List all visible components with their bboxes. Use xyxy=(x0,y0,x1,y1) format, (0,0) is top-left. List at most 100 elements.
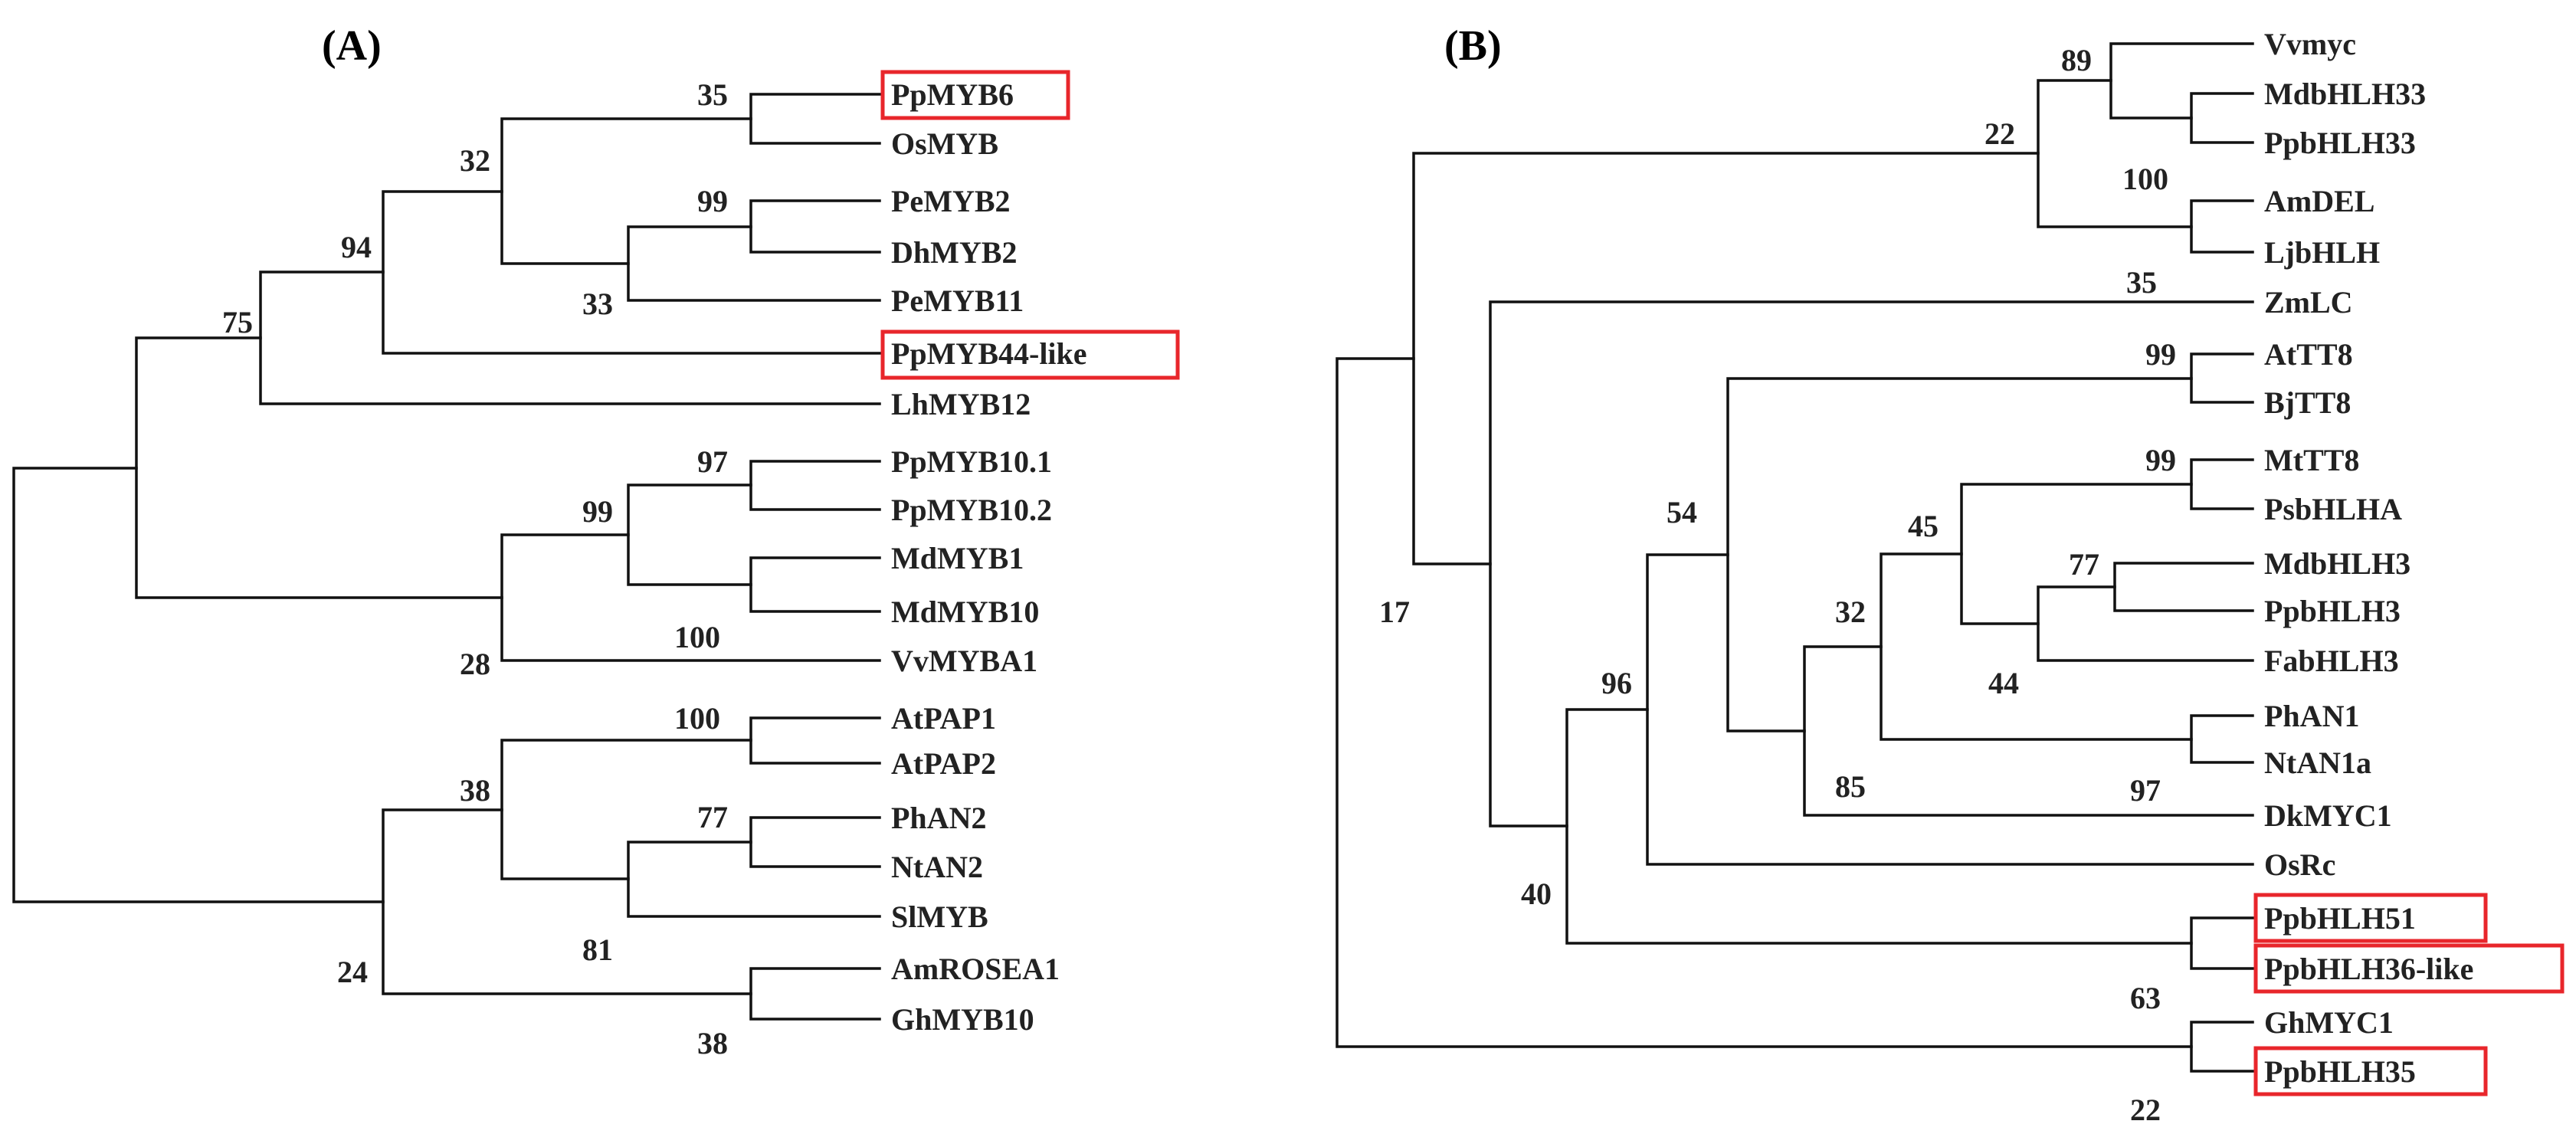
leaf-label: PsbHLHA xyxy=(2264,492,2402,526)
panel-a: (A) xyxy=(12,22,1180,1060)
leaf-label: PpMYB44-like xyxy=(891,336,1087,371)
leaf-label: DkMYC1 xyxy=(2264,798,2392,833)
bootstrap-value: 33 xyxy=(582,287,613,321)
panel-a-highlight-boxes xyxy=(880,70,1180,380)
leaf-label: PpbHLH3 xyxy=(2264,594,2401,628)
branch xyxy=(2113,562,2254,612)
branch xyxy=(1803,645,2254,817)
bootstrap-value: 100 xyxy=(674,701,720,736)
leaf-label: LjbHLH xyxy=(2264,235,2380,270)
bootstrap-value: 45 xyxy=(1908,509,1939,543)
leaf-label: PpMYB10.1 xyxy=(891,444,1052,479)
branch xyxy=(749,556,881,613)
highlight-box xyxy=(2253,893,2488,943)
leaf-label: FabHLH3 xyxy=(2264,644,2399,678)
bootstrap-value: 81 xyxy=(582,932,613,967)
bootstrap-value: 97 xyxy=(2130,773,2161,808)
leaf-label: PhAN1 xyxy=(2264,699,2359,733)
bootstrap-value: 38 xyxy=(697,1026,728,1060)
bootstrap-value: 35 xyxy=(2126,265,2157,300)
bootstrap-value: 99 xyxy=(582,494,613,529)
bootstrap-value: 32 xyxy=(460,143,490,178)
leaf-label: SlMYB xyxy=(891,900,988,934)
bootstrap-value: 40 xyxy=(1521,877,1552,911)
leaf-label: AmDEL xyxy=(2264,184,2374,218)
leaf-label: PpbHLH51 xyxy=(2264,901,2416,936)
leaf-label: MtTT8 xyxy=(2264,443,2359,477)
leaf-label: DhMYB2 xyxy=(891,235,1017,270)
branch xyxy=(749,716,881,765)
leaf-label: PpMYB10.2 xyxy=(891,493,1052,527)
highlight-box xyxy=(880,70,1070,120)
leaf-label: GhMYC1 xyxy=(2264,1005,2394,1040)
panel-b-leaf-labels: Vvmyc MdbHLH33 PpbHLH33 AmDEL LjbHLH ZmL… xyxy=(2264,27,2473,1089)
highlight-box xyxy=(880,329,1180,380)
branch xyxy=(2190,458,2254,510)
bootstrap-value: 77 xyxy=(697,800,728,834)
branch xyxy=(627,483,752,586)
leaf-label: AtTT8 xyxy=(2264,337,2353,372)
branch xyxy=(259,270,881,405)
leaf-label: PeMYB11 xyxy=(891,284,1024,318)
panel-b-highlight-boxes xyxy=(2253,893,2565,1096)
leaf-label: MdMYB1 xyxy=(891,541,1024,575)
bootstrap-value: 99 xyxy=(697,184,728,218)
leaf-label: AmROSEA1 xyxy=(891,952,1060,986)
panel-b-branches xyxy=(1336,42,2254,1073)
branch xyxy=(749,967,881,1021)
leaf-label: PpbHLH33 xyxy=(2264,126,2416,160)
bootstrap-value: 38 xyxy=(460,773,490,808)
bootstrap-value: 75 xyxy=(222,305,253,339)
bootstrap-value: 54 xyxy=(1667,495,1697,529)
panel-b-label: (B) xyxy=(1444,22,1502,70)
branch xyxy=(1412,152,2040,565)
branch xyxy=(627,841,881,918)
leaf-label: NtAN1a xyxy=(2264,746,2371,780)
leaf-label: OsRc xyxy=(2264,847,2335,882)
leaf-label: NtAN2 xyxy=(891,850,983,884)
bootstrap-value: 77 xyxy=(2069,547,2099,582)
leaf-label: PpMYB6 xyxy=(891,77,1014,112)
bootstrap-value: 89 xyxy=(2061,43,2092,77)
highlight-box xyxy=(2253,1046,2488,1096)
bootstrap-value: 35 xyxy=(697,77,728,112)
branch xyxy=(749,460,881,511)
leaf-label: Vvmyc xyxy=(2264,27,2356,61)
highlight-box xyxy=(2253,943,2565,994)
bootstrap-value: 99 xyxy=(2145,443,2176,477)
bootstrap-value: 63 xyxy=(2130,981,2161,1015)
branch xyxy=(1565,708,2193,945)
panel-a-label: (A) xyxy=(322,22,382,70)
branch xyxy=(1336,357,2193,1048)
bootstrap-value: 17 xyxy=(1379,595,1410,629)
branch xyxy=(135,336,503,599)
branch xyxy=(2190,714,2254,764)
branch xyxy=(1880,552,2193,741)
leaf-label: AtPAP2 xyxy=(891,746,996,781)
leaf-label: PeMYB2 xyxy=(891,184,1011,218)
branch xyxy=(749,816,881,868)
leaf-label: MdMYB10 xyxy=(891,595,1039,629)
branch xyxy=(627,225,881,302)
branch xyxy=(2037,585,2254,662)
leaf-label: OsMYB xyxy=(891,126,998,161)
bootstrap-value: 85 xyxy=(1835,769,1866,804)
panel-a-branches xyxy=(12,93,881,1021)
branch xyxy=(2190,92,2254,144)
bootstrap-value: 97 xyxy=(697,444,728,479)
branch xyxy=(2190,1021,2254,1073)
branch xyxy=(382,190,881,355)
leaf-label: PpbHLH35 xyxy=(2264,1054,2416,1089)
leaf-label: AtPAP1 xyxy=(891,701,996,736)
leaf-label: LhMYB12 xyxy=(891,387,1031,421)
bootstrap-value: 44 xyxy=(1988,666,2019,700)
panel-a-bootstrap-values: 35 32 99 94 33 75 97 99 100 28 100 38 77… xyxy=(222,77,728,1060)
panel-a-leaf-labels: PpMYB6 OsMYB PeMYB2 DhMYB2 PeMYB11 PpMYB… xyxy=(891,77,1087,1037)
bootstrap-value: 100 xyxy=(2122,162,2168,196)
branch xyxy=(2109,42,2254,120)
bootstrap-value: 22 xyxy=(1984,116,2015,151)
branch xyxy=(2037,79,2193,228)
bootstrap-value: 94 xyxy=(341,230,372,264)
branch xyxy=(1646,553,2254,866)
branch xyxy=(382,808,752,995)
